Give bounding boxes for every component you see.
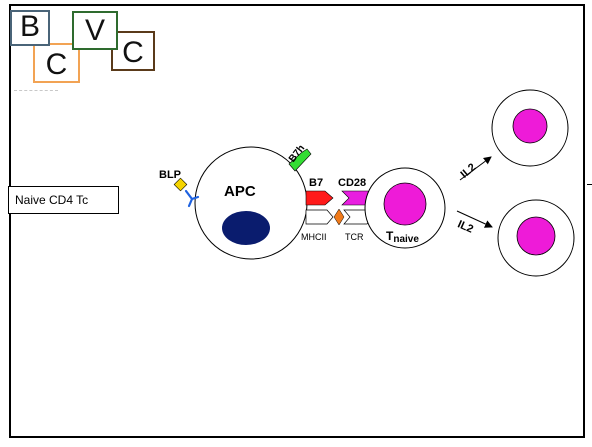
logo-letter-v: V — [72, 11, 118, 50]
b7-molecule — [305, 190, 334, 206]
il2-arrow-bottom — [456, 210, 493, 228]
tcr-label: TCR — [345, 232, 364, 242]
mhcii-molecule — [305, 209, 334, 225]
b7-label: B7 — [309, 177, 323, 189]
blp-receptor-y — [184, 189, 200, 208]
il2-label-bottom: IL2 — [456, 218, 475, 235]
tnaive-label-sub: naive — [393, 234, 419, 245]
logo-letter-c-brown: C — [111, 31, 155, 71]
apc-nucleus — [222, 211, 270, 245]
blp-label: BLP — [159, 169, 181, 181]
slide-frame — [9, 4, 585, 438]
il2-arrow-top — [459, 156, 492, 181]
cd28-label: CD28 — [338, 177, 366, 189]
apc-label: APC — [224, 183, 256, 200]
naive-cd4-label: Naive CD4 Tc — [8, 186, 119, 214]
logo-divider — [14, 90, 58, 92]
il2-label-top: IL2 — [458, 161, 478, 180]
edge-tick — [587, 184, 592, 185]
antigen-diamond — [333, 208, 345, 226]
tnaive-nucleus — [383, 182, 427, 226]
mhcii-label: MHCII — [301, 232, 327, 242]
logo-letter-b: B — [10, 10, 50, 46]
blp-ligand — [173, 177, 188, 192]
daughter-nucleus-top — [512, 108, 548, 144]
b7h-molecule — [288, 148, 312, 172]
logo-letter-c-orange: C — [33, 43, 80, 83]
daughter-nucleus-bottom — [516, 216, 556, 256]
tnaive-label: Tnaive — [386, 229, 419, 245]
bcvc-logo: C B C V — [8, 6, 158, 96]
tnaive-label-main: T — [386, 229, 394, 243]
